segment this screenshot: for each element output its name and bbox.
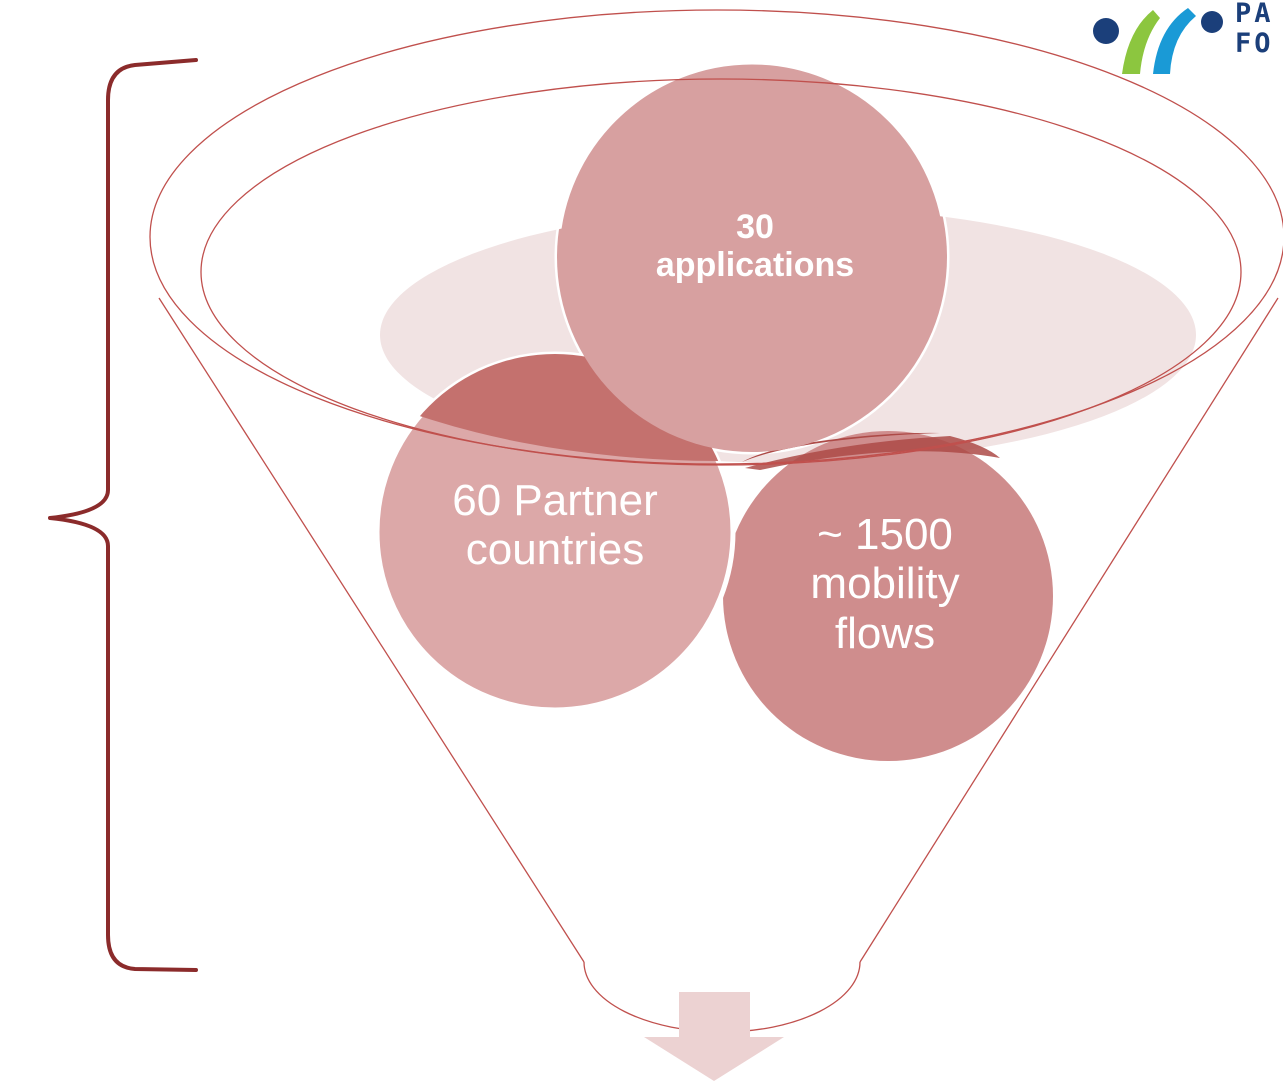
circle-mobility-flows (723, 431, 1053, 761)
mobility-flows-label: ~ 1500 mobility flows (745, 510, 1025, 658)
partner-countries-label: 60 Partner countries (370, 476, 740, 575)
overlap-right-band (745, 436, 1000, 470)
partner-countries-line-1: 60 Partner (452, 476, 658, 525)
applications-label: 30 applications (600, 208, 910, 284)
logo-mark (1093, 8, 1223, 74)
mobility-flows-line-3: flows (834, 608, 936, 658)
applications-text: applications (655, 246, 855, 285)
logo-text-line-2: FO (1235, 28, 1274, 59)
funnel-outline (149, 9, 1283, 1033)
down-arrow (644, 992, 784, 1081)
overlap-right (742, 432, 940, 462)
applications-count: 30 (736, 208, 774, 246)
logo-text-line-1: PA (1235, 0, 1274, 29)
mobility-flows-line-2: mobility (810, 559, 960, 609)
logo: PA FO (1083, 0, 1283, 70)
partner-countries-line-2: countries (465, 525, 645, 575)
curly-brace (48, 58, 198, 972)
mobility-flows-line-1: ~ 1500 (817, 510, 953, 559)
